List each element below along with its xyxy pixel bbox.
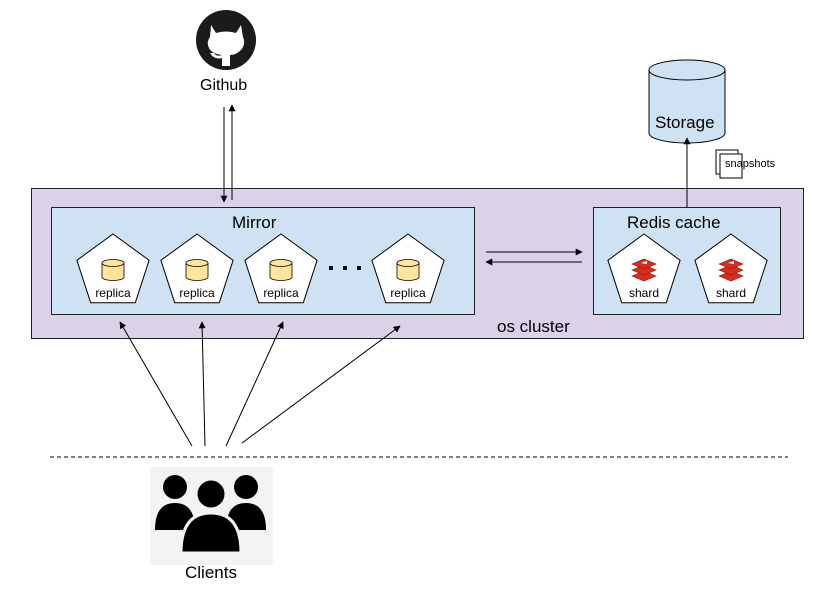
redis-logo-icon	[631, 258, 657, 282]
replica-label: replica	[95, 286, 131, 300]
replica-label: replica	[390, 286, 426, 300]
replica-label: replica	[263, 286, 299, 300]
database-icon	[396, 259, 420, 281]
mirror-title: Mirror	[232, 213, 277, 232]
more-replicas-ellipsis	[329, 266, 361, 270]
replica-nodes	[76, 233, 445, 304]
clients-to-replica-2-arrow	[198, 321, 206, 447]
os-cluster-label: os cluster	[497, 317, 570, 336]
clients-to-replica-3-arrow	[225, 321, 284, 447]
redis-cache-title: Redis cache	[627, 213, 721, 232]
github-label: Github	[200, 77, 248, 94]
github-icon	[196, 10, 256, 70]
shard-label: shard	[628, 286, 660, 300]
database-icon	[185, 259, 209, 281]
shard-nodes	[607, 233, 768, 304]
replica-node	[244, 233, 318, 304]
users-group-icon	[155, 475, 266, 555]
clients-to-replica-1-arrow	[119, 321, 193, 447]
clients-label: Clients	[185, 563, 237, 582]
replica-node	[160, 233, 234, 304]
database-icon	[269, 259, 293, 281]
replica-label: replica	[179, 286, 215, 300]
snapshots-label: snapshots	[725, 158, 776, 170]
replica-node	[371, 233, 445, 304]
shard-node	[694, 233, 768, 304]
database-icon	[101, 259, 125, 281]
replica-node	[76, 233, 150, 304]
clients-to-replica-4-arrow	[241, 325, 401, 444]
shard-label: shard	[715, 286, 747, 300]
snapshots-icon	[715, 149, 743, 179]
storage-label: Storage	[655, 113, 715, 132]
shard-node	[607, 233, 681, 304]
redis-logo-icon	[718, 258, 744, 282]
storage-cylinder-icon	[648, 59, 726, 144]
